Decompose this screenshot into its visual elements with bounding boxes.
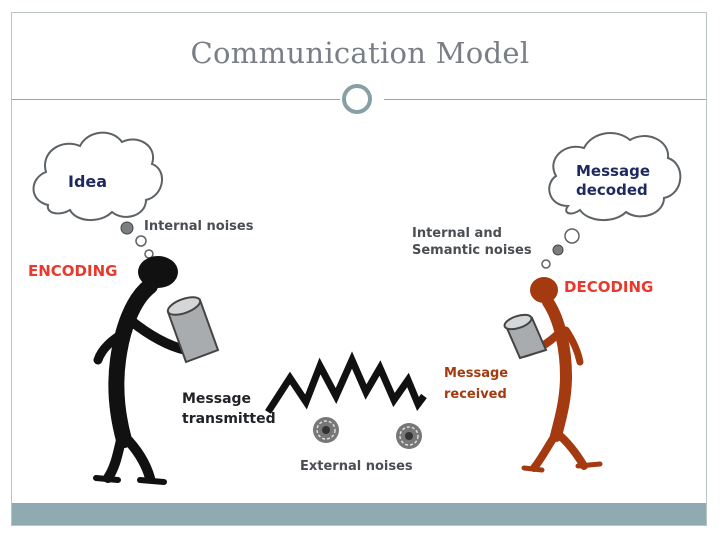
sender-thought-bubble: [135, 235, 147, 247]
receiver-noise-bubble: [552, 244, 564, 256]
receiver-thought-bubble: [541, 259, 551, 269]
title-divider-right: [384, 99, 706, 100]
sender-noise-bubble: [120, 221, 134, 235]
idea-thought-cloud: Idea: [32, 131, 163, 221]
title-divider-left: [12, 99, 340, 100]
message-received-label-2: received: [444, 387, 507, 402]
message-decoded-label-2: decoded: [576, 181, 648, 199]
slide-frame: [11, 12, 707, 526]
external-noise-icon: [313, 417, 339, 443]
sender-figure: [93, 256, 191, 485]
encoding-label: ENCODING: [28, 262, 117, 280]
receiver-thought-bubble: [564, 228, 580, 244]
slide-title: Communication Model: [190, 36, 530, 70]
receiver-figure: [518, 277, 603, 473]
message-transmitted-label-1: Message: [182, 391, 251, 407]
title-ring-ornament: [342, 84, 372, 114]
message-transmitted-label-2: transmitted: [182, 411, 276, 427]
signal-zigzag: [265, 351, 427, 414]
message-received-label-1: Message: [444, 366, 508, 381]
external-noise-icon: [396, 423, 422, 449]
internal-semantic-label-2: Semantic noises: [412, 243, 532, 258]
external-noises-label: External noises: [300, 459, 413, 474]
footer-bar: [12, 503, 706, 525]
message-decoded-label-1: Message: [576, 162, 650, 180]
receiver-phone-can: [503, 313, 548, 360]
internal-semantic-label-1: Internal and: [412, 226, 502, 241]
idea-label: Idea: [68, 172, 107, 191]
internal-noises-label: Internal noises: [144, 219, 254, 234]
sender-phone-can: [166, 296, 220, 364]
decoded-thought-cloud: Message decoded: [548, 132, 682, 221]
decoding-label: DECODING: [564, 278, 653, 296]
